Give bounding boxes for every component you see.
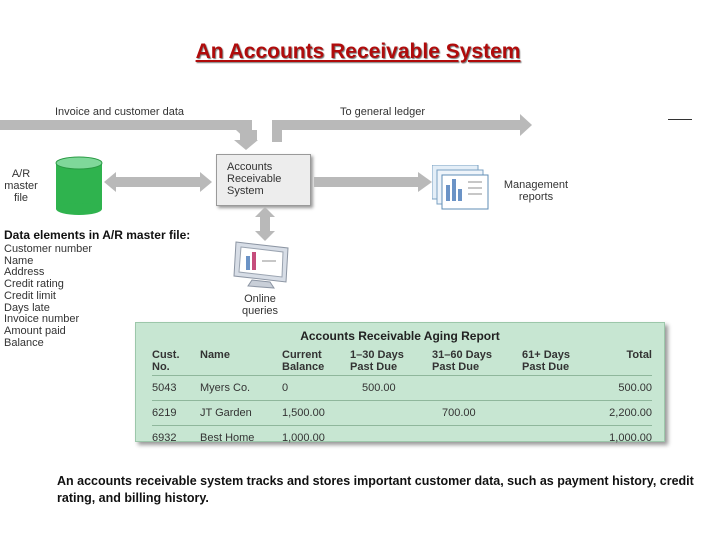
report-title: Accounts Receivable Aging Report bbox=[300, 329, 500, 343]
output-flow-arrow bbox=[272, 120, 522, 130]
divider bbox=[668, 119, 692, 120]
list-item: Credit rating bbox=[4, 278, 64, 291]
queries-flow-arrow bbox=[255, 207, 275, 241]
data-elements-list: Customer number Name Address Credit rati… bbox=[4, 243, 190, 349]
reports-icon bbox=[432, 165, 489, 210]
output-flow-label: To general ledger bbox=[340, 106, 426, 118]
monitor-icon bbox=[233, 241, 289, 289]
management-reports-label: Management reports bbox=[503, 179, 569, 203]
database-icon bbox=[55, 156, 103, 215]
data-elements-panel: Data elements in A/R master file: Custom… bbox=[4, 228, 190, 349]
ar-system-box: Accounts Receivable System bbox=[216, 154, 311, 206]
aging-report: Accounts Receivable Aging Report Cust.No… bbox=[135, 322, 665, 450]
table-row: 5043 Myers Co. 0 500.00 500.00 bbox=[152, 374, 652, 400]
table-row: 6219 JT Garden 1,500.00 700.00 2,200.00 bbox=[152, 399, 652, 425]
caption: An accounts receivable system tracks and… bbox=[57, 474, 694, 505]
table-row: 6932 Best Home 1,000.00 1,000.00 bbox=[152, 424, 652, 450]
column-header: Name bbox=[200, 349, 230, 361]
column-header: Total bbox=[626, 349, 652, 361]
list-item: Credit limit bbox=[4, 289, 56, 302]
list-item: Name bbox=[4, 254, 34, 267]
list-item: Balance bbox=[4, 336, 44, 349]
online-queries-label: Online queries bbox=[241, 293, 279, 317]
column-header: Cust.No. bbox=[152, 349, 180, 373]
list-item: Amount paid bbox=[4, 324, 66, 337]
list-item: Invoice number bbox=[4, 313, 80, 326]
list-item: Customer number bbox=[4, 243, 93, 255]
page-title: An Accounts Receivable System bbox=[195, 40, 521, 63]
top-flow-arrows bbox=[0, 114, 532, 150]
reports-flow-arrow bbox=[314, 172, 432, 192]
list-item: Address bbox=[4, 266, 45, 279]
list-item: Days late bbox=[4, 301, 50, 314]
master-file-label: A/R master file bbox=[4, 168, 38, 204]
master-system-arrow bbox=[104, 172, 212, 192]
input-flow-label: Invoice and customer data bbox=[55, 106, 185, 118]
data-elements-heading: Data elements in A/R master file: bbox=[4, 228, 191, 242]
